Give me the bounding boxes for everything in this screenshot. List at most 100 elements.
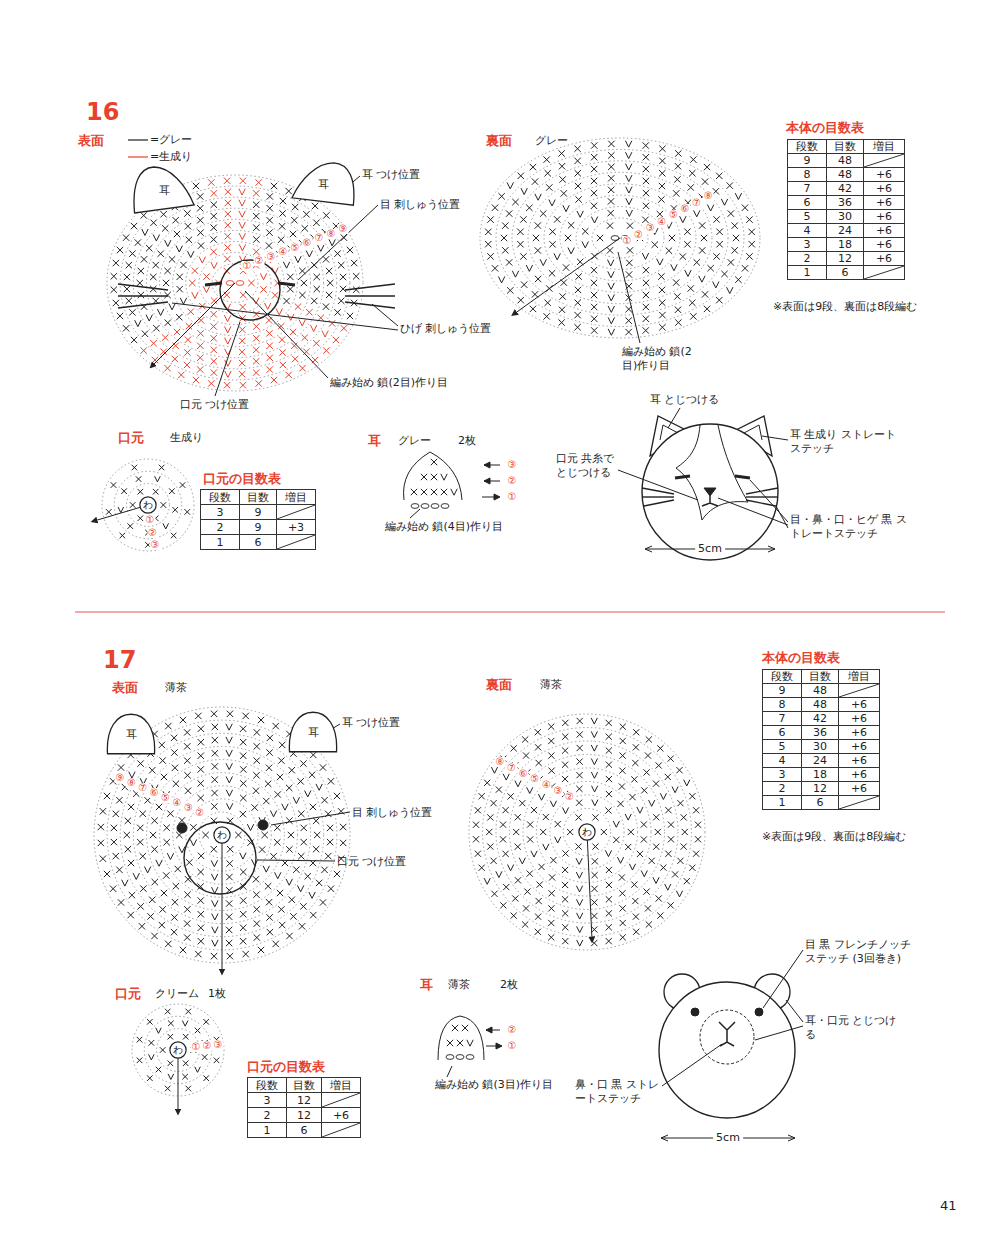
empty-cell-slash xyxy=(322,1123,360,1137)
stitch-mark xyxy=(156,804,162,810)
table-text: 増目 xyxy=(848,671,870,682)
stitch-mark xyxy=(659,300,665,306)
stitch-mark xyxy=(123,234,129,240)
table-cell: +6 xyxy=(838,697,880,712)
stitch-mark xyxy=(562,867,568,873)
heading: 表面 xyxy=(112,680,138,697)
stitch-mark xyxy=(212,724,218,730)
callout-number: ④ xyxy=(656,217,667,227)
stitch-mark xyxy=(135,320,141,326)
table-cell: 目数 xyxy=(826,139,864,154)
legend-sample xyxy=(128,140,148,157)
stitch-mark xyxy=(226,750,232,756)
stitch-mark xyxy=(608,271,614,277)
stitch-mark xyxy=(227,953,233,959)
stitch-mark xyxy=(264,303,270,309)
chart-overlay xyxy=(345,284,395,290)
stitch-mark xyxy=(431,474,437,480)
stitch-mark xyxy=(210,311,216,317)
stitch-mark xyxy=(147,1019,153,1025)
stitch-mark xyxy=(591,166,597,172)
legend-sample xyxy=(128,156,148,157)
stitch-mark xyxy=(239,233,245,239)
stitch-mark xyxy=(291,217,297,223)
table-cell: 2 xyxy=(762,781,802,796)
stitch-mark xyxy=(147,913,153,919)
stitch-mark xyxy=(275,791,281,797)
stitch-mark xyxy=(211,860,217,866)
callout-number: ② xyxy=(147,528,158,538)
row-outline xyxy=(114,471,181,538)
stitch-mark xyxy=(150,220,156,226)
heading: 口元の目数表 xyxy=(247,1059,325,1076)
stitch-mark xyxy=(548,724,554,730)
stitch-mark xyxy=(606,938,612,944)
chart-overlay xyxy=(618,470,698,500)
stitch-mark xyxy=(183,1060,189,1066)
stitch-mark xyxy=(305,791,311,797)
stitch-mark xyxy=(267,366,273,372)
chain-mark xyxy=(421,504,429,509)
stitch-mark xyxy=(562,882,568,888)
table-cell: 1 xyxy=(200,534,240,550)
callout-number: ⑤ xyxy=(668,210,679,220)
stitch-mark xyxy=(562,776,568,782)
stitch-mark xyxy=(149,1040,155,1046)
stitch-mark xyxy=(676,767,682,773)
stitch-mark xyxy=(643,304,649,310)
stitch-mark xyxy=(626,260,632,266)
stitch-mark xyxy=(562,910,568,916)
stitch-mark xyxy=(239,211,245,217)
stitch-mark xyxy=(515,814,521,820)
stitch-mark xyxy=(295,303,301,309)
stitch-mark xyxy=(716,297,722,303)
stitch-mark xyxy=(125,846,131,852)
stitch-mark xyxy=(167,853,173,859)
stitch-mark xyxy=(240,178,246,184)
stitch-mark xyxy=(575,183,581,189)
table-cell: 12 xyxy=(286,1107,322,1123)
stitch-mark xyxy=(172,217,178,223)
stitch-mark xyxy=(591,142,597,148)
stitch-mark xyxy=(159,906,165,912)
stitch-mark xyxy=(577,211,583,217)
stitch-mark xyxy=(260,286,266,292)
stitch-mark xyxy=(591,772,597,778)
table-text: 2 xyxy=(217,522,224,533)
stitch-mark xyxy=(192,267,198,273)
stitch-mark xyxy=(267,193,273,199)
stitch-mark xyxy=(286,879,292,885)
node-label: わ xyxy=(582,827,592,837)
stitch-mark xyxy=(629,794,635,800)
stitch-mark xyxy=(608,329,614,335)
stitch-mark xyxy=(242,951,248,957)
stitch-mark xyxy=(575,843,581,849)
table-text: 9 xyxy=(255,507,262,518)
stitch-mark xyxy=(642,217,648,223)
stitch-mark xyxy=(673,190,679,196)
stitch-mark xyxy=(660,793,666,799)
stitch-mark xyxy=(140,885,146,891)
stitch-mark xyxy=(247,824,253,830)
callout-number: ③ xyxy=(213,1040,224,1050)
table-text: 24 xyxy=(838,225,852,236)
table-text: 3 xyxy=(779,769,786,780)
stitch-mark xyxy=(565,235,571,241)
stitch-mark xyxy=(562,747,568,753)
stitch-mark xyxy=(266,343,272,349)
callout-number: ① xyxy=(145,515,156,525)
stitch-mark xyxy=(299,365,305,371)
empty-cell-slash xyxy=(839,796,879,809)
stitch-mark xyxy=(98,824,104,830)
stitch-mark xyxy=(184,509,190,515)
stitch-mark xyxy=(577,926,583,932)
chart-overlay xyxy=(245,291,328,378)
stitch-mark xyxy=(657,745,663,751)
stitch-mark xyxy=(575,814,581,820)
stitch-mark xyxy=(613,837,619,843)
callout-number: ⑤ xyxy=(290,243,301,253)
stitch-mark xyxy=(286,846,292,852)
empty-cell-slash xyxy=(864,266,904,279)
stitch-mark xyxy=(180,298,186,304)
stitch-mark xyxy=(485,229,491,235)
